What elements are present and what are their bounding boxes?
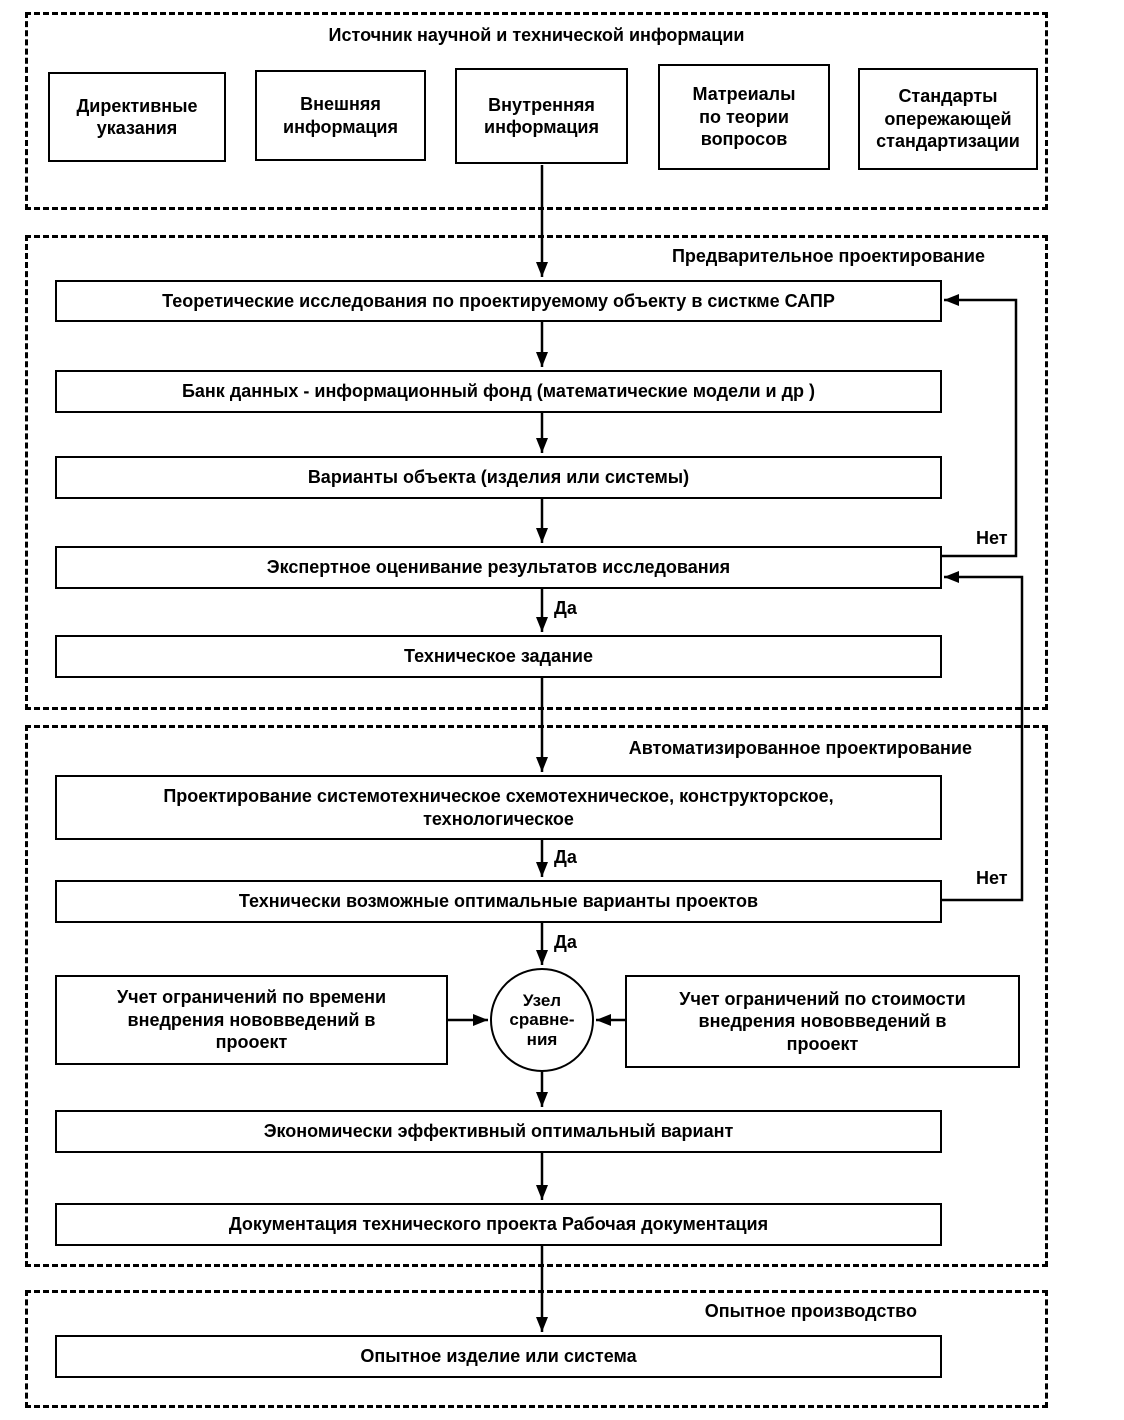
section-automated-title: Автоматизированное проектирование	[628, 738, 972, 758]
box-data-bank: Банк данных - информационный фонд (матем…	[55, 370, 942, 413]
box-directive-guidelines: Директивные указания	[48, 72, 226, 162]
box-expert-evaluation: Экспертное оценивание результатов исслед…	[55, 546, 942, 589]
box-economically-effective-variant: Экономически эффективный оптимальный вар…	[55, 1110, 942, 1153]
box-technical-task: Техническое задание	[55, 635, 942, 678]
comparison-node: Узел сравне- ния	[490, 968, 594, 1072]
label-yes-2: Да	[554, 847, 577, 867]
section-sources-title: Источник научной и технической информаци…	[328, 25, 745, 45]
section-production-title: Опытное производство	[704, 1301, 917, 1321]
box-pilot-product: Опытное изделие или система	[55, 1335, 942, 1378]
box-internal-information: Внутренняя информация	[455, 68, 628, 164]
box-object-variants: Варианты объекта (изделия или системы)	[55, 456, 942, 499]
section-automated-design: Автоматизированное проектирование	[25, 725, 1048, 1267]
label-no-2: Нет	[976, 868, 1008, 888]
box-time-constraints: Учет ограничений по времени внедрения но…	[55, 975, 448, 1065]
box-external-information: Внешняя информация	[255, 70, 426, 161]
box-theory-materials: Матреиалы по теории вопросов	[658, 64, 830, 170]
box-theoretical-research: Теоретические исследования по проектируе…	[55, 280, 942, 322]
label-no-1: Нет	[976, 528, 1008, 548]
section-preliminary-title: Предварительное проектирование	[671, 246, 985, 266]
section-pilot-production: Опытное производство	[25, 1290, 1048, 1408]
label-yes-3: Да	[554, 932, 577, 952]
box-project-documentation: Документация технического проекта Рабоча…	[55, 1203, 942, 1246]
box-feasible-optimal-variants: Технически возможные оптимальные вариант…	[55, 880, 942, 923]
section-preliminary-design: Предварительное проектирование	[25, 235, 1048, 710]
section-sources: Источник научной и технической информаци…	[25, 12, 1048, 210]
box-advanced-standards: Стандарты опережающей стандартизации	[858, 68, 1038, 170]
label-yes-1: Да	[554, 598, 577, 618]
box-cost-constraints: Учет ограничений по стоимости внедрения …	[625, 975, 1020, 1068]
box-design-disciplines: Проектирование системотехническое схемот…	[55, 775, 942, 840]
